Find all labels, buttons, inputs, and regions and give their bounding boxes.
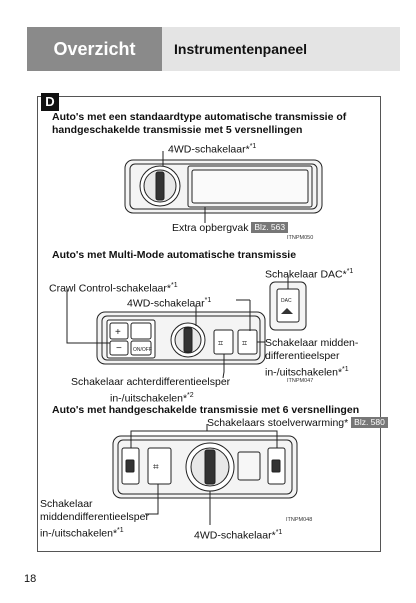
sec3-seat-text: Schakelaars stoelverwarming*: [207, 417, 349, 429]
svg-text:⌗: ⌗: [218, 338, 223, 348]
svg-text:+: +: [115, 327, 121, 338]
sec2-center-line1: Schakelaar midden-: [265, 337, 359, 349]
sec2-dac-text: DAC: [281, 298, 292, 304]
sec3-seat-heater-right[interactable]: [267, 447, 286, 485]
sec3-title: Auto's met handgeschakelde transmissie m…: [52, 404, 360, 416]
sec2-crawl-text: Crawl Control-schakelaar*: [49, 282, 171, 295]
sec1-title-line2: handgeschakelde transmissie met 5 versne…: [52, 124, 303, 136]
sec2-crawl-label: Crawl Control-schakelaar**1: [49, 279, 178, 296]
sec3-center-line2: middendifferentieelsper: [40, 511, 149, 523]
sec1-4wd-text: 4WD-schakelaar*: [168, 143, 250, 156]
sec3-figure-code: ITNPM048: [286, 517, 313, 523]
sec3-4wd-sup: *1: [275, 529, 283, 536]
sec1-figure-code: ITNPM050: [287, 235, 314, 241]
section-badge: D: [41, 93, 59, 111]
sec2-dac-sup: *1: [346, 268, 354, 275]
sec2-center-text: in-/uitschakelen*: [265, 366, 343, 379]
sec2-rear-text: in-/uitschakelen*: [110, 392, 188, 405]
section-tab: Overzicht: [27, 27, 162, 71]
sec1-storage-box[interactable]: [187, 165, 313, 208]
sec1-4wd-label: 4WD-schakelaar**1: [168, 140, 256, 157]
sec1-storage-label: Extra opbergvak Blz. 563: [172, 222, 289, 235]
sec2-4wd-sup: *1: [204, 297, 212, 304]
sec2-plus-button[interactable]: +: [109, 322, 129, 340]
page-number: 18: [24, 573, 37, 585]
sec3-4wd-label: 4WD-schakelaar**1: [194, 526, 282, 543]
sec3-center-diff-button[interactable]: ⌗: [147, 447, 172, 485]
sec2-rear-line1: Schakelaar achterdifferentieelsper: [71, 376, 231, 388]
sec2-rear-line2: in-/uitschakelen**2: [110, 389, 194, 406]
svg-text:⌗: ⌗: [242, 338, 247, 348]
sec2-center-line2: differentieelsper: [265, 350, 340, 362]
sec3-center-line1: Schakelaar: [40, 498, 93, 510]
sec2-4wd-text: 4WD-schakelaar: [127, 297, 205, 310]
sec2-4wd-label: 4WD-schakelaar*1: [127, 294, 211, 311]
sec3-center-line3: in-/uitschakelen**1: [40, 524, 124, 541]
content-frame: [37, 96, 381, 552]
sec2-rear-sup: *2: [187, 392, 194, 399]
sec1-title-line1: Auto's met een standaardtype automatisch…: [52, 111, 347, 123]
svg-text:⌗: ⌗: [153, 462, 159, 473]
sec3-seat-label: Schakelaars stoelverwarming* Blz. 580: [207, 417, 388, 430]
sec2-onoff-text: ON/OFF: [133, 347, 152, 353]
sec2-crawl-module: [106, 319, 156, 359]
svg-text:−: −: [116, 343, 122, 354]
sec2-center-line3: in-/uitschakelen**1: [265, 363, 349, 380]
sec1-4wd-knob[interactable]: [139, 165, 181, 207]
sec3-blank-panel: [237, 451, 261, 481]
sec2-dac-text: Schakelaar DAC*: [265, 268, 347, 281]
sec2-4wd-knob[interactable]: [170, 322, 206, 358]
sec3-4wd-knob[interactable]: [185, 442, 235, 492]
sec2-panel: + − ON/OFF ⌗ ⌗: [66, 275, 307, 379]
sec3-4wd-text: 4WD-schakelaar*: [194, 529, 276, 542]
sec3-seat-heater-left[interactable]: [121, 447, 140, 485]
sec1-storage-ref[interactable]: Blz. 563: [251, 222, 289, 233]
sec2-dac-label: Schakelaar DAC**1: [265, 265, 353, 282]
sec2-title: Auto's met Multi-Mode automatische trans…: [52, 249, 297, 261]
sec1-storage-text: Extra opbergvak: [172, 222, 249, 234]
sec2-onoff-button[interactable]: [130, 340, 152, 356]
sec2-crawl-icon-button[interactable]: [130, 322, 152, 340]
page-title: Instrumentenpaneel: [162, 27, 400, 71]
sec2-rear-diff-button[interactable]: ⌗: [213, 329, 234, 355]
sec3-seat-ref[interactable]: Blz. 580: [351, 417, 388, 428]
sec2-dac-switch[interactable]: DAC: [269, 281, 307, 331]
sec1-4wd-sup: *1: [249, 143, 257, 150]
sec2-crawl-sup: *1: [170, 282, 178, 289]
sec2-center-sup: *1: [342, 366, 349, 373]
sec2-figure-code: ITNPM047: [287, 378, 314, 384]
sec3-panel: ⌗: [112, 424, 298, 525]
sec2-minus-button[interactable]: −: [109, 340, 129, 356]
sec3-center-sup: *1: [117, 527, 124, 534]
sec2-center-diff-button[interactable]: ⌗: [237, 329, 258, 355]
sec1-panel: [124, 151, 323, 223]
sec3-center-text: in-/uitschakelen*: [40, 527, 118, 540]
